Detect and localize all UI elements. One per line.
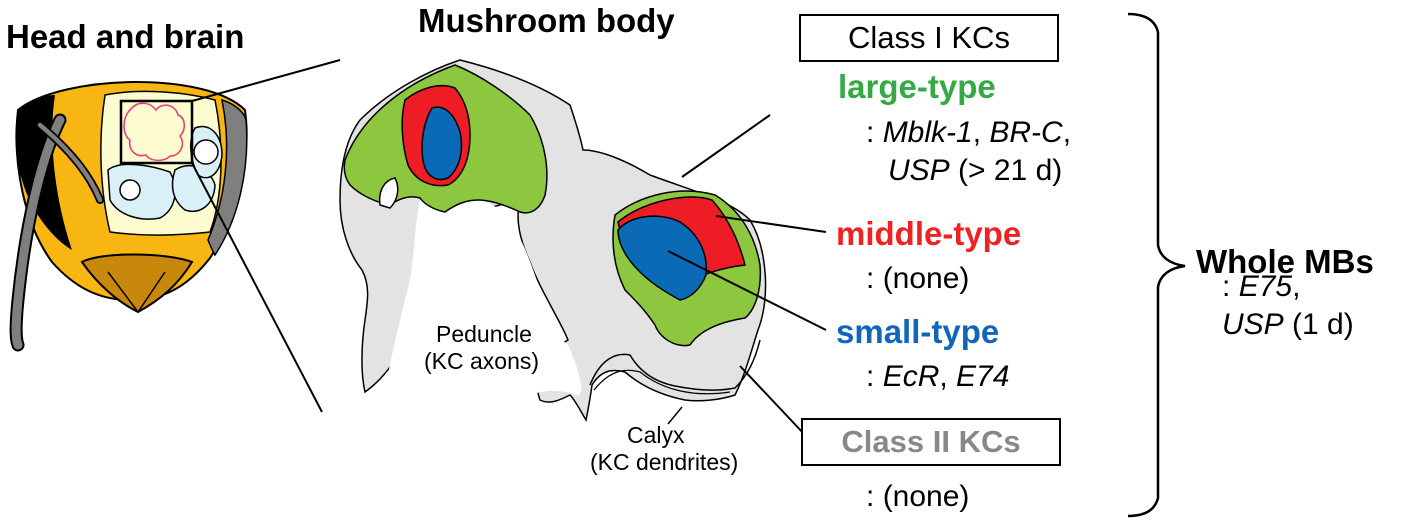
mb-right-small-type	[617, 215, 708, 301]
middle-type-label: middle-type	[836, 215, 1022, 252]
small-type-label: small-type	[836, 313, 1000, 350]
large-type-genes-line1: : Mblk-1, BR-C,	[866, 118, 1071, 148]
class2-genes-value: (none)	[882, 480, 970, 513]
middle-type-genes: : (none)	[866, 264, 969, 294]
whole-mbs-genes-line1: : E75,	[1222, 272, 1300, 302]
pointer-class2	[739, 365, 806, 436]
peduncle-sublabel: (KC axons)	[424, 348, 540, 374]
small-type-genes-value: EcR, E74	[883, 360, 1010, 393]
gene-text-run: ,	[1062, 116, 1072, 149]
head-and-brain-title: Head and brain	[6, 18, 245, 55]
calyx-sublabel: (KC dendrites)	[590, 449, 739, 475]
gene-text-run: (1 d)	[1283, 308, 1354, 341]
zoom-line-bottom	[191, 162, 323, 413]
bee-right-eye	[207, 98, 248, 257]
gene-text-run: E75	[1238, 270, 1293, 303]
gene-text-run: EcR	[882, 360, 940, 393]
pointer-large-type	[681, 114, 771, 178]
peduncle-label: Peduncle	[436, 321, 532, 347]
gene-text-run: ,	[972, 116, 990, 149]
bee-mandibles	[80, 253, 194, 314]
mushroom-body-illustration	[339, 59, 827, 436]
large-type-colon: :	[866, 116, 875, 149]
pointer-middle-type	[715, 215, 827, 233]
class2-kcs-label: Class II KCs	[841, 424, 1021, 459]
whole-mb-brace	[1127, 12, 1186, 518]
middle-type-genes-value: (none)	[882, 262, 970, 295]
class2-kcs-box: Class II KCs	[801, 418, 1061, 466]
large-type-label: large-type	[838, 68, 996, 105]
class2-colon: :	[866, 480, 875, 513]
gene-text-run: BR-C	[989, 116, 1063, 149]
small-type-genes: : EcR, E74	[866, 362, 1009, 392]
whole-mbs-colon: :	[1222, 270, 1231, 303]
whole-mbs-genes: E75,	[1239, 270, 1301, 303]
mushroom-body-title: Mushroom body	[418, 2, 675, 39]
large-type-genes-line2: USP (> 21 d)	[888, 156, 1062, 186]
gene-text-run: ,	[939, 360, 957, 393]
large-type-genes-2: USP (> 21 d)	[888, 154, 1062, 187]
small-type-colon: :	[866, 360, 875, 393]
class1-kcs-label: Class I KCs	[848, 20, 1010, 55]
middle-type-colon: :	[866, 262, 875, 295]
class2-genes: : (none)	[866, 482, 969, 512]
calyx-label: Calyx	[627, 422, 685, 448]
gene-text-run: USP	[1222, 308, 1284, 341]
whole-mbs-label: Whole MBs	[1196, 243, 1374, 280]
large-type-genes: Mblk-1, BR-C,	[883, 116, 1071, 149]
pointer-small-type	[667, 250, 827, 331]
mb-left-small-type	[421, 106, 463, 181]
whole-mbs-genes-2: USP (1 d)	[1222, 308, 1354, 341]
gene-text-run: Mblk-1	[882, 116, 973, 149]
zoom-line-top	[191, 59, 341, 102]
gene-text-run: E74	[956, 360, 1010, 393]
pointer-calyx	[667, 406, 683, 425]
gene-text-run: ,	[1292, 270, 1301, 303]
bee-mushroom-body-outline	[123, 102, 186, 162]
gene-text-run: USP	[888, 154, 950, 187]
gene-text-run: (> 21 d)	[949, 154, 1063, 187]
class1-kcs-box: Class I KCs	[799, 14, 1059, 62]
whole-mbs-genes-line2: USP (1 d)	[1222, 310, 1354, 340]
bee-head-illustration	[9, 59, 341, 413]
zoom-box	[119, 99, 194, 165]
